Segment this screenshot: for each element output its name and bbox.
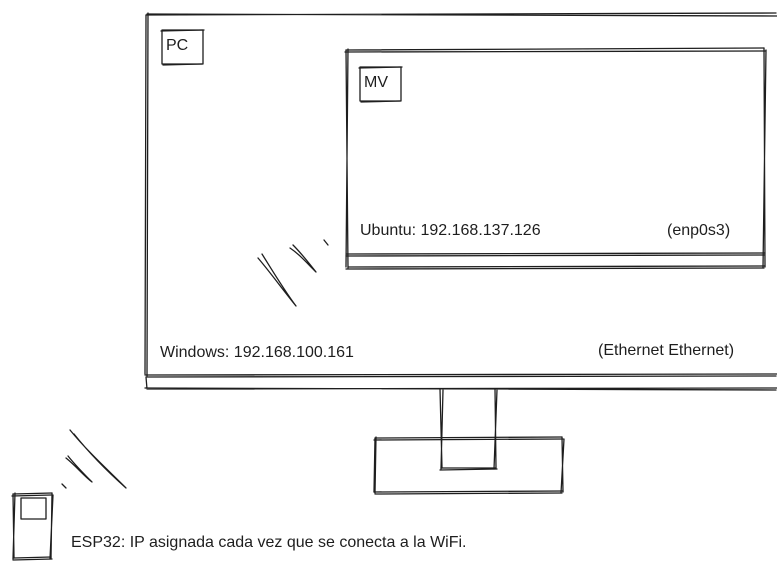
vm-window	[344, 47, 767, 270]
pc-monitor	[144, 12, 777, 391]
monitor-stand-base	[373, 436, 565, 495]
wifi-signal-icon-esp32	[61, 429, 127, 489]
windows-ip-label: Windows: 192.168.100.161	[160, 344, 354, 361]
pc-interface-label: (Ethernet Ethernet)	[598, 342, 735, 359]
ubuntu-ip-label: Ubuntu: 192.168.137.126	[360, 222, 541, 239]
monitor-stand-neck	[439, 388, 498, 471]
pc-tag: PC	[166, 37, 189, 54]
wifi-signal-icon	[257, 239, 329, 307]
vm-tag: MV	[364, 74, 388, 91]
vm-interface-label: (enp0s3)	[667, 222, 731, 239]
esp32-device	[11, 492, 54, 561]
esp32-label: ESP32: IP asignada cada vez que se conec…	[71, 534, 467, 551]
